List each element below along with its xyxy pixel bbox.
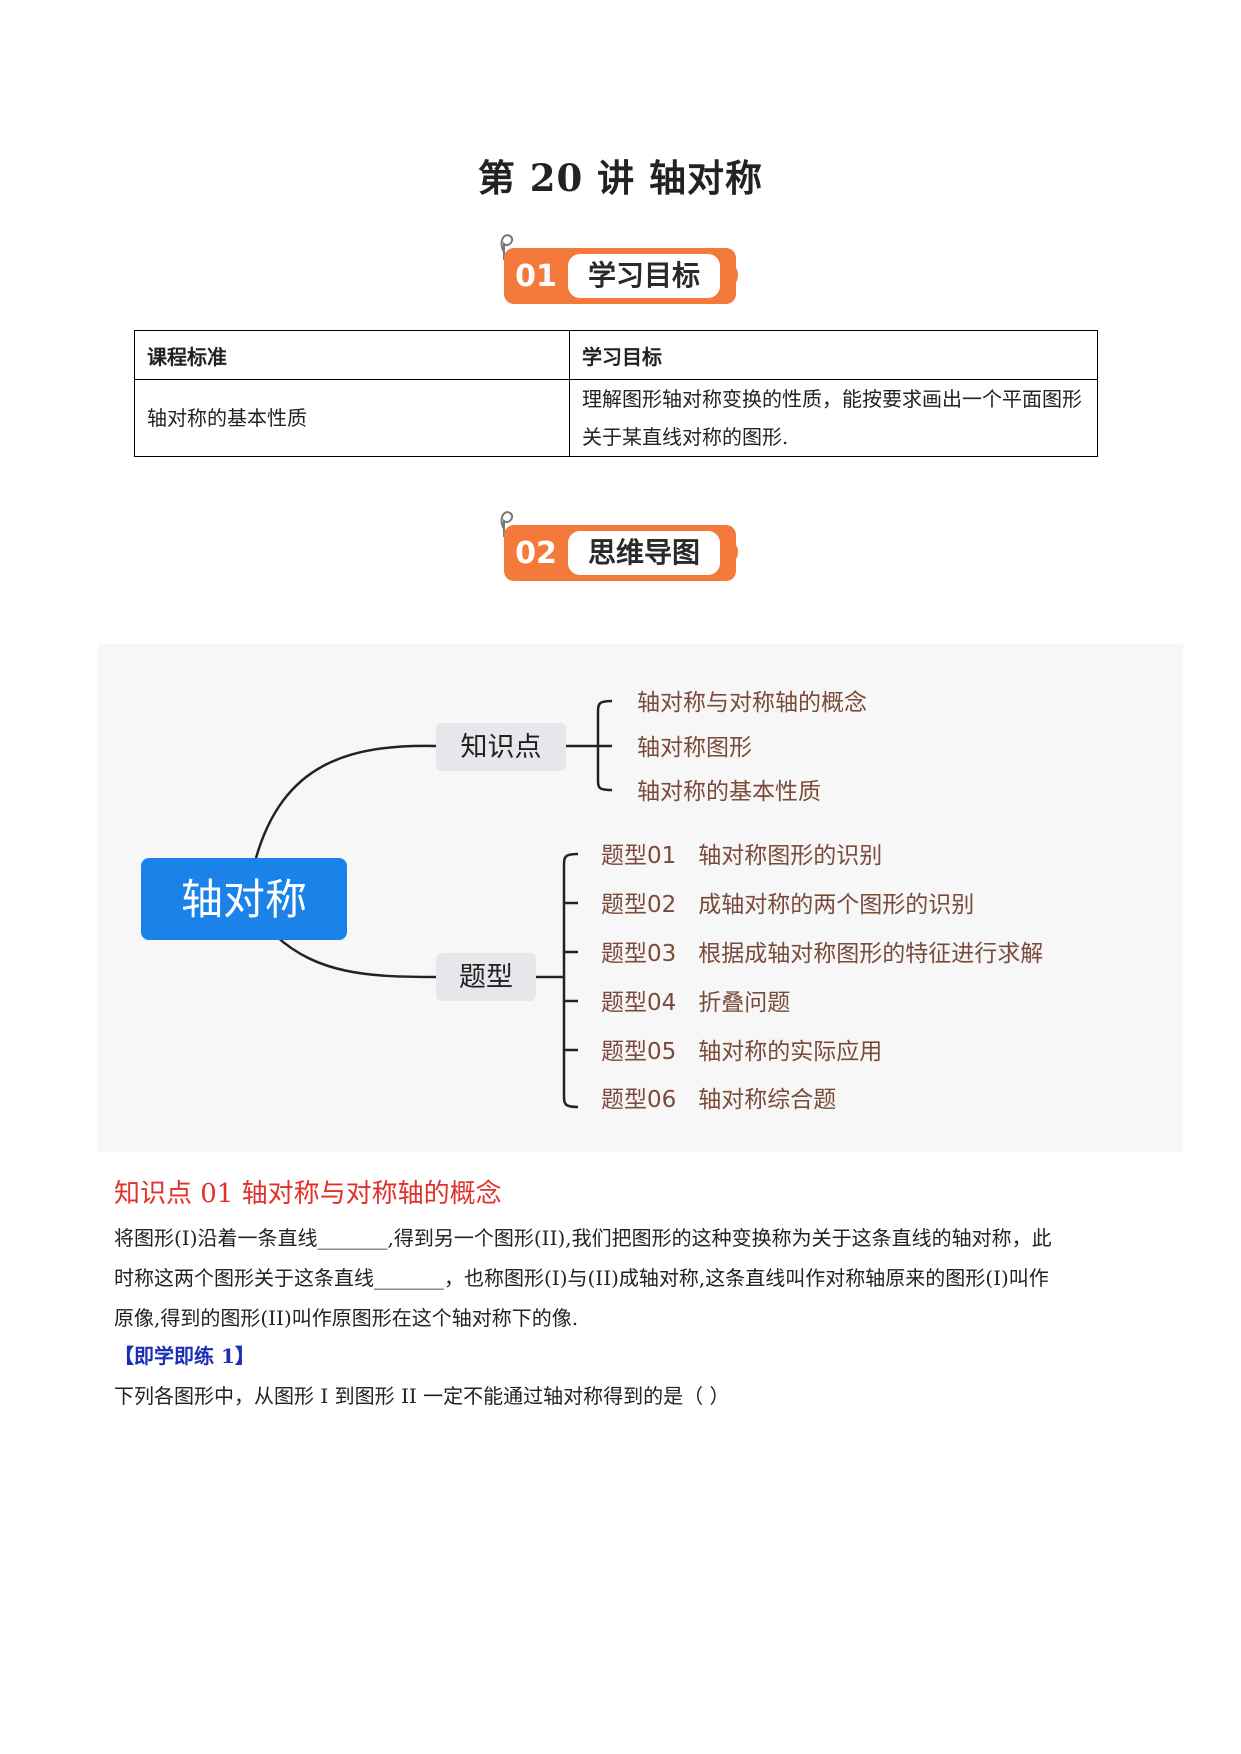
- mindmap-leaf: 题型03 根据成轴对称图形的特征进行求解: [601, 941, 1043, 967]
- table-row: 轴对称的基本性质 理解图形轴对称变换的性质，能按要求画出一个平面图形关于某直线对…: [134, 379, 1098, 457]
- table-header-row: 课程标准 学习目标: [134, 330, 1098, 380]
- paragraph-line: 原像,得到的图形(II)叫作原图形在这个轴对称下的像.: [114, 1306, 579, 1330]
- section-banner-goals: 01 学习目标: [494, 226, 744, 306]
- goals-table: 课程标准 学习目标 轴对称的基本性质 理解图形轴对称变换的性质，能按要求画出一个…: [134, 330, 1098, 457]
- exercise-tag: 【即学即练 1】: [114, 1344, 255, 1368]
- mind-map-canvas: 轴对称 知识点 题型 轴对称与对称轴的概念 轴对称图形 轴对称的基本性质 题型0…: [141, 690, 1043, 1113]
- page-title: 第 20 讲 轴对称: [477, 156, 764, 200]
- mindmap-leaf: 轴对称图形: [637, 735, 752, 761]
- knowledge-point-heading: 知识点 01 轴对称与对称轴的概念: [114, 1179, 502, 1209]
- mindmap-leaf: 轴对称的基本性质: [637, 779, 821, 805]
- mindmap-leaf: 题型05 轴对称的实际应用: [601, 1039, 882, 1065]
- mindmap-leaf: 轴对称与对称轴的概念: [637, 690, 867, 716]
- mind-map: 轴对称 知识点 题型 轴对称与对称轴的概念 轴对称图形 轴对称的基本性质 题型0…: [98, 644, 1183, 1152]
- exercise-question: 下列各图形中，从图形 I 到图形 II 一定不能通过轴对称得到的是（ ）: [114, 1384, 730, 1408]
- branch-label: 题型: [459, 962, 513, 993]
- section-number: 02: [515, 536, 557, 571]
- section-label: 思维导图: [568, 531, 720, 575]
- branch-node-knowledge: [436, 723, 566, 771]
- table-header: 学习目标: [569, 330, 1098, 380]
- pin-icon: [500, 234, 514, 260]
- paragraph-line: 将图形(I)沿着一条直线_______,得到另一个图形(II),我们把图形的这种…: [114, 1226, 1052, 1250]
- branch-node-types: [436, 953, 536, 1001]
- section-banner-mindmap: 02 思维导图: [494, 503, 744, 583]
- table-cell: 轴对称的基本性质: [134, 379, 570, 457]
- root-label: 轴对称: [181, 875, 307, 924]
- mindmap-leaf: 题型02 成轴对称的两个图形的识别: [601, 892, 974, 918]
- branch-label: 知识点: [461, 732, 542, 763]
- pin-icon: [500, 511, 514, 537]
- mindmap-leaf: 题型01 轴对称图形的识别: [601, 843, 882, 869]
- mindmap-leaf: 题型04 折叠问题: [601, 990, 790, 1016]
- root-node: [141, 858, 347, 940]
- table-header: 课程标准: [134, 330, 570, 380]
- paragraph-line: 时称这两个图形关于这条直线_______，也称图形(I)与(II)成轴对称,这条…: [114, 1266, 1049, 1290]
- section-number: 01: [515, 259, 557, 294]
- section-label: 学习目标: [568, 254, 720, 298]
- mindmap-leaf: 题型06 轴对称综合题: [601, 1087, 836, 1113]
- table-cell: 理解图形轴对称变换的性质，能按要求画出一个平面图形关于某直线对称的图形.: [569, 379, 1098, 457]
